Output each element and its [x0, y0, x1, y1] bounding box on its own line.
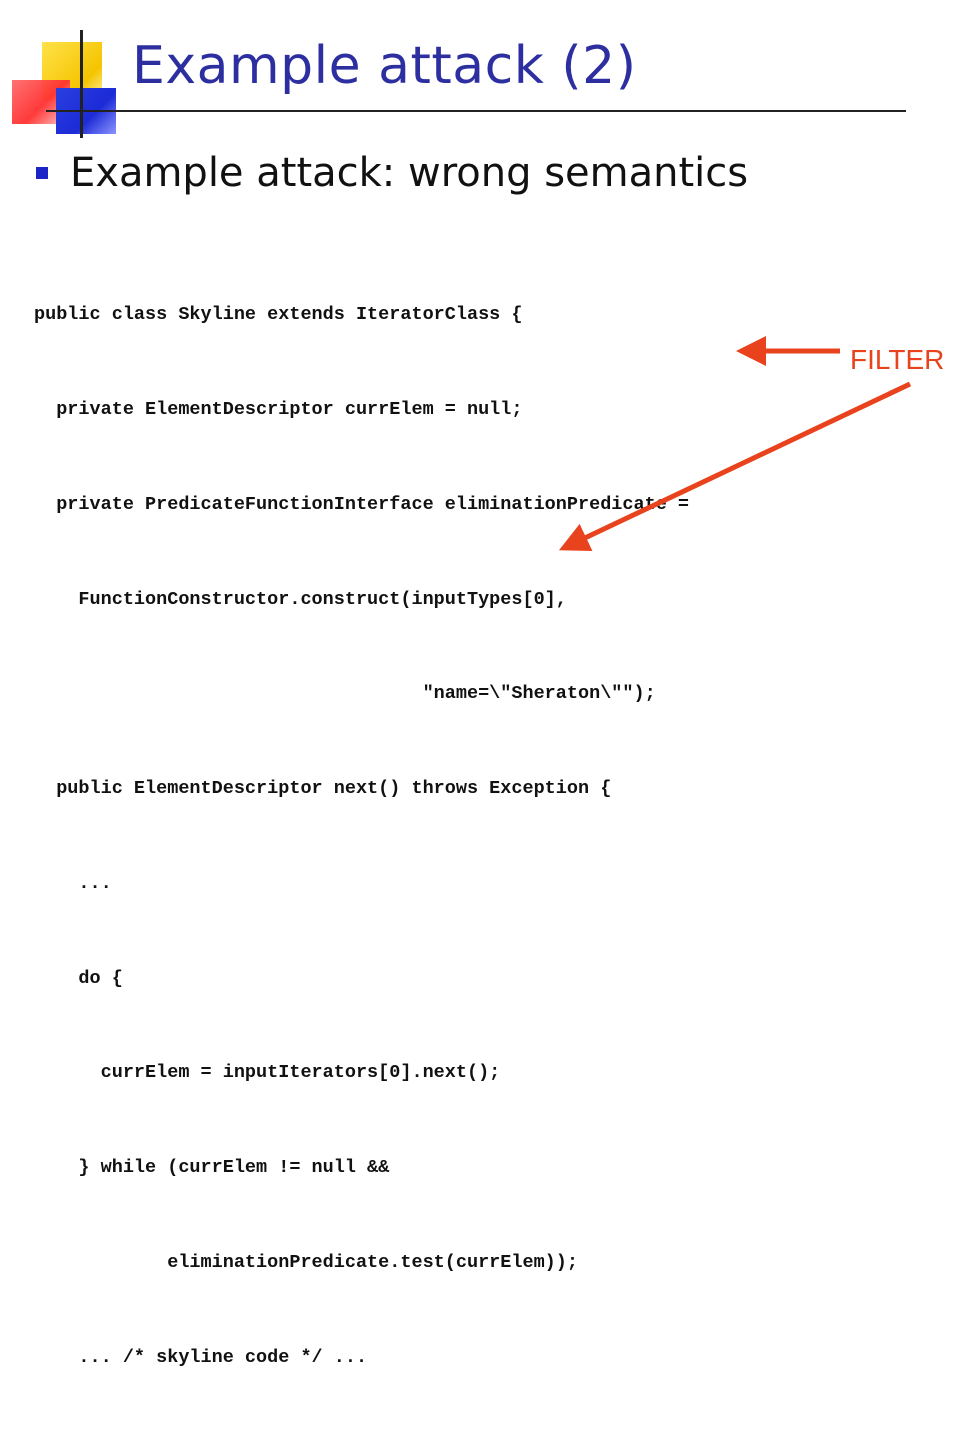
- code-line: private PredicateFunctionInterface elimi…: [34, 493, 690, 515]
- code-line: } while (currElem != null &&: [34, 1157, 390, 1179]
- code-line: public ElementDescriptor next() throws E…: [34, 778, 612, 800]
- code-line: private ElementDescriptor currElem = nul…: [34, 398, 523, 420]
- code-line: ...: [34, 872, 112, 894]
- code-line: ... /* skyline code */ ...: [34, 1346, 368, 1368]
- filter-annotation-label: FILTER: [850, 344, 945, 375]
- arrow-to-predicate-test: [558, 381, 912, 551]
- bullet-item: Example attack: wrong semantics: [36, 150, 748, 196]
- title-underline: [46, 110, 906, 112]
- code-line-filter: "name=\"Sheraton\"");: [34, 683, 656, 705]
- code-line: do {: [34, 967, 123, 989]
- bullet-text: Example attack: wrong semantics: [70, 150, 749, 196]
- logo-vertical-line: [80, 30, 83, 138]
- code-line: FunctionConstructor.construct(inputTypes…: [34, 588, 567, 610]
- square-bullet-icon: [36, 167, 48, 179]
- code-line: public class Skyline extends IteratorCla…: [34, 304, 523, 326]
- code-line-predicate-test: eliminationPredicate.test(currElem));: [34, 1252, 578, 1273]
- code-line: } ... }: [34, 1437, 689, 1440]
- annotation-arrows: [558, 336, 912, 551]
- slide-title: Example attack (2): [132, 36, 637, 96]
- code-line: currElem = inputIterators[0].next();: [34, 1062, 501, 1084]
